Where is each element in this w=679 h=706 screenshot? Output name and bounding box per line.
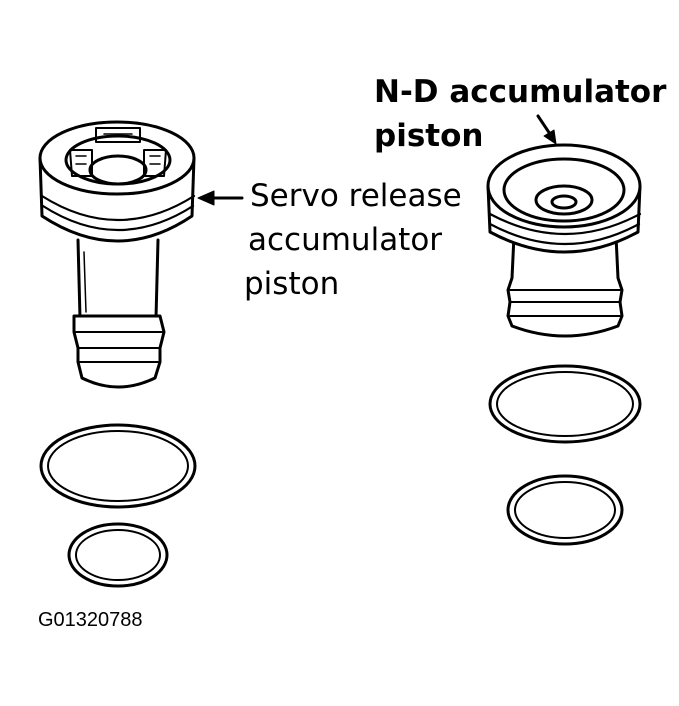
nd-piston-groove-lines [509,289,621,317]
nd-small-seal-ring-inner [514,481,616,539]
nd-label-line-2: piston [374,118,484,154]
servo-label-line-3: piston [244,266,340,302]
servo-piston-flange-ridge [40,194,196,231]
servo-piston-groove-lines [75,331,163,363]
servo-small-seal-ring-outer [67,522,169,588]
nd-label-line-1: N-D accumulator [374,74,667,110]
nd-leader-arrowhead [543,129,557,145]
servo-label-line-2: accumulator [248,222,443,258]
servo-piston-neck-highlight [83,251,87,313]
servo-piston-neck [76,238,160,320]
servo-release-accumulator-piston [38,120,197,588]
servo-piston-lower-grooves [72,314,166,389]
nd-piston-center-hole [550,194,578,210]
servo-large-seal-ring-inner [47,430,189,502]
nd-piston-center-boss [534,184,594,216]
nd-accumulator-piston [486,143,642,546]
nd-piston-flange-ridge [488,212,642,245]
nd-large-seal-ring-outer [488,364,642,444]
servo-leader-arrowhead [197,190,215,206]
nd-piston-cup-inner [502,157,626,223]
servo-label-line-1: Servo release [250,178,462,214]
servo-piston-center-bore [88,154,148,186]
nd-small-seal-ring-outer [506,474,624,546]
nd-large-seal-ring-inner [496,371,634,437]
servo-small-seal-ring-inner [75,529,161,581]
leader-arrows [197,114,557,206]
servo-large-seal-ring-outer [39,423,197,509]
nd-leader-line [536,114,552,136]
servo-piston-slot-shading [75,133,161,165]
figure-id: G01320788 [38,609,143,631]
servo-piston-slots [69,127,167,177]
